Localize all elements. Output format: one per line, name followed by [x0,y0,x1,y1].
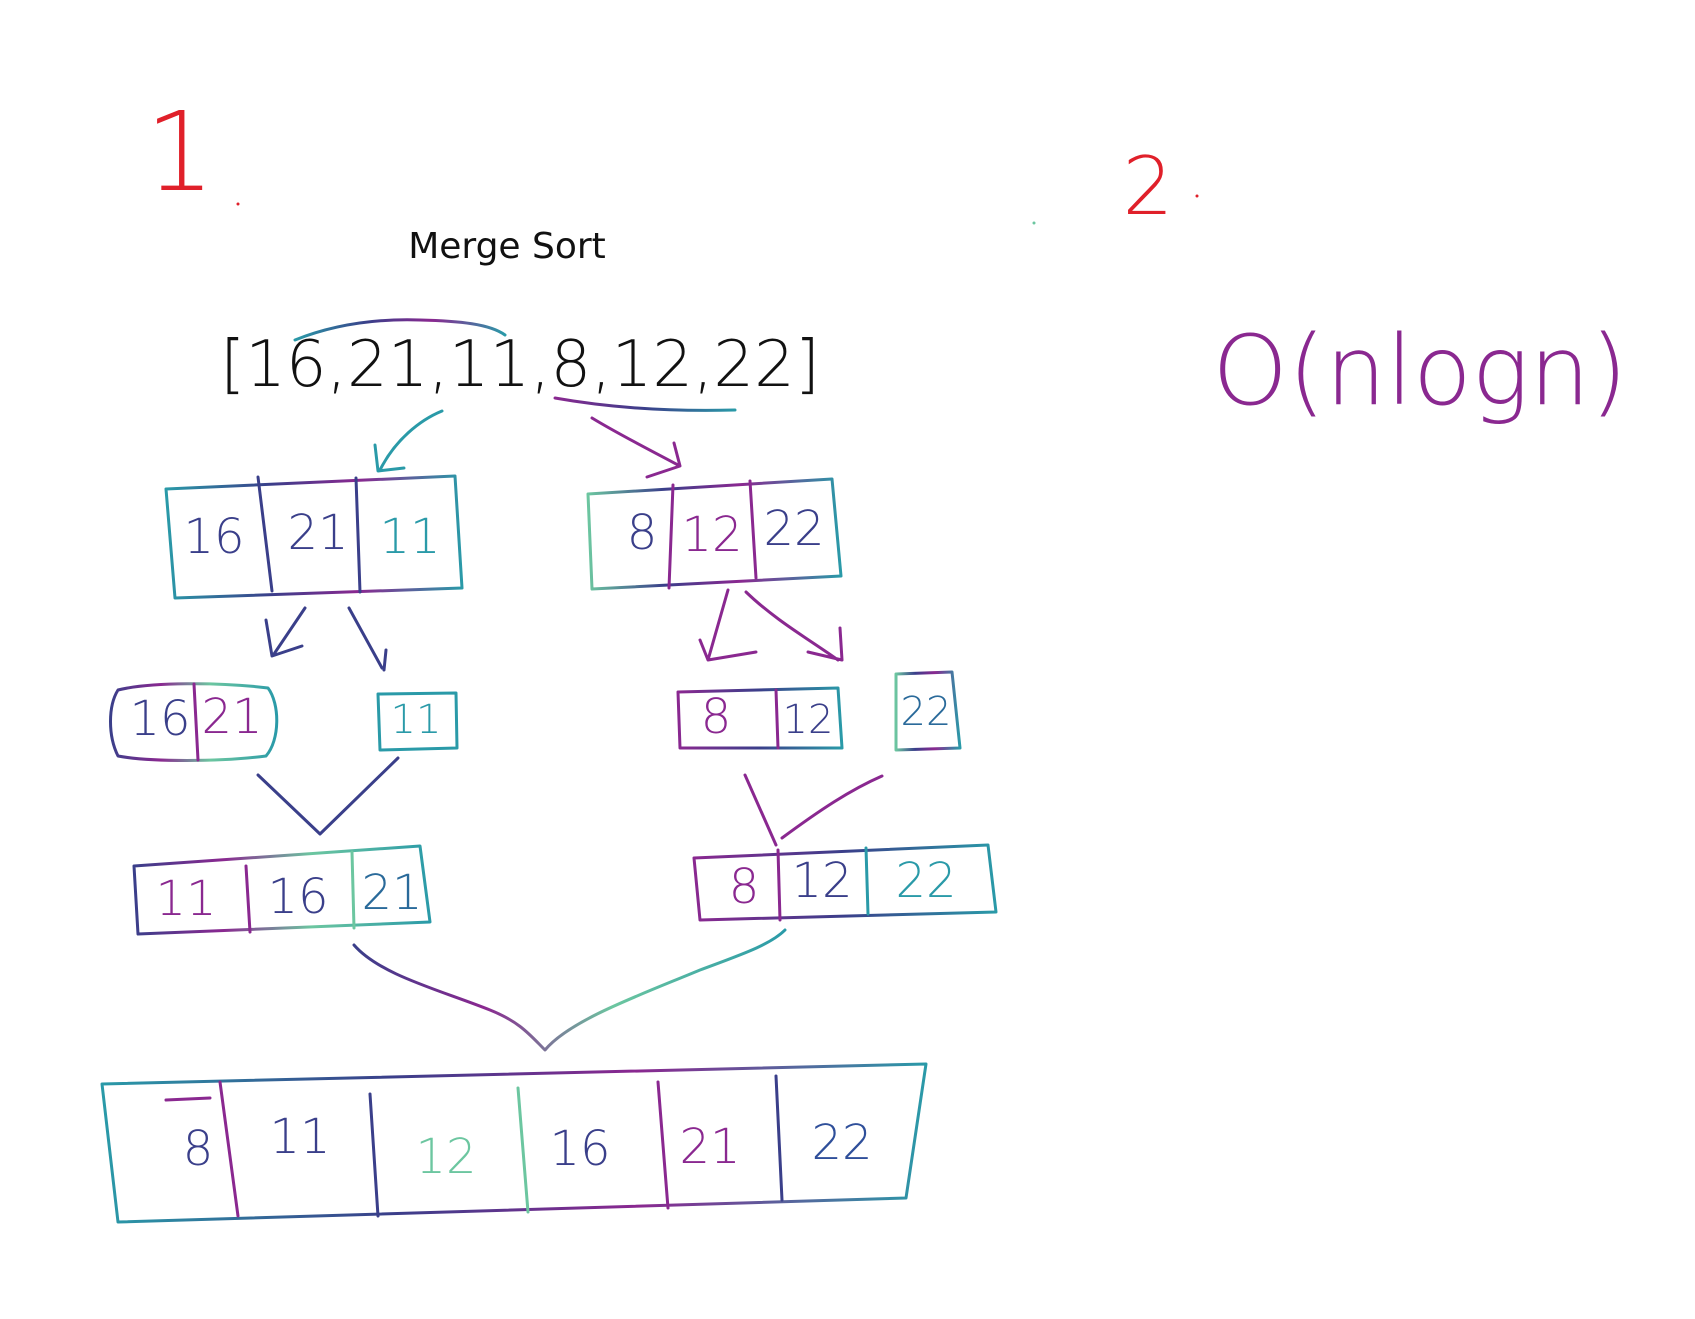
box-outline [132,844,432,936]
split-right-single: 22 [894,670,962,752]
array-cell: 8 [701,689,732,745]
array-cell: 21 [287,505,348,561]
merge-line [743,773,884,847]
merged-right-array: 8 12 22 [692,843,998,922]
cell-divider [350,850,356,930]
box-outline [692,843,998,922]
array-cell: 22 [901,689,952,735]
array-cell: 22 [895,853,956,909]
array-cell: 16 [129,691,190,747]
cell-divider [656,1080,670,1210]
split-arrow [264,606,307,658]
array-cell: 21 [201,689,262,745]
split-arrow-left [373,409,444,473]
cell-divider [192,682,200,762]
box-outline [109,682,279,762]
split-right-array: 8 12 22 [586,477,843,591]
left-half-bracket [293,318,507,342]
final-array-accent [164,1096,212,1102]
cell-divider [218,1080,240,1218]
merged-left-array: 11 16 21 [132,844,432,936]
cell-divider [774,688,780,750]
merge-line [256,756,400,836]
array-cell: 21 [679,1119,740,1175]
split-left-single: 11 [376,691,459,752]
array-cell: 16 [549,1121,610,1177]
array-cell: 22 [763,501,824,557]
box-outline [100,1062,928,1224]
split-arrow [347,606,388,672]
split-left-pair: 16 21 [109,682,279,762]
input-array: [16,21,11,8,12,22] [220,328,820,402]
page-number-left: 1 [145,88,215,216]
cell-divider [776,848,782,922]
array-cell: 11 [269,1109,330,1165]
cell-divider [244,864,252,934]
page-number-left-dot [236,202,240,206]
cell-divider [667,483,675,590]
array-cell: 12 [415,1129,476,1185]
array-cell: 16 [267,869,328,925]
final-sorted-array: 8 11 12 16 21 22 [100,1062,928,1224]
array-cell: 8 [627,505,658,561]
cell-divider [774,1074,784,1202]
array-cell: 11 [155,871,216,927]
final-merge-line [352,928,787,1052]
split-arrow-right [590,416,682,479]
cell-divider [256,475,274,593]
array-cell: 21 [361,865,422,921]
cell-divider [864,846,870,916]
cell-divider [748,479,758,580]
split-arrow [698,588,758,662]
array-cell: 11 [379,509,440,565]
page-number-right: 2 [1123,140,1174,233]
split-right-pair: 8 12 [676,686,844,750]
array-cell: 12 [791,853,852,909]
cell-divider [368,1092,380,1218]
box-outline [676,686,844,750]
stray-dot [1032,221,1036,225]
cell-divider [516,1086,530,1214]
array-cell: 16 [183,509,244,565]
array-cell: 8 [729,859,760,915]
split-left-array: 16 21 11 [164,474,464,600]
cell-divider [354,476,362,594]
right-half-bracket [553,396,737,412]
array-cell: 8 [183,1121,214,1177]
array-cell: 11 [391,697,442,743]
split-arrow [744,590,844,662]
array-cell: 22 [811,1115,872,1171]
box-outline [376,691,459,752]
box-outline [164,474,464,600]
box-outline [894,670,962,752]
complexity-note: O(nlogn) [1212,315,1627,427]
diagram-title: Merge Sort [408,226,606,267]
page-number-right-dot [1195,194,1199,198]
array-cell: 12 [783,697,834,743]
array-cell: 12 [681,507,742,563]
